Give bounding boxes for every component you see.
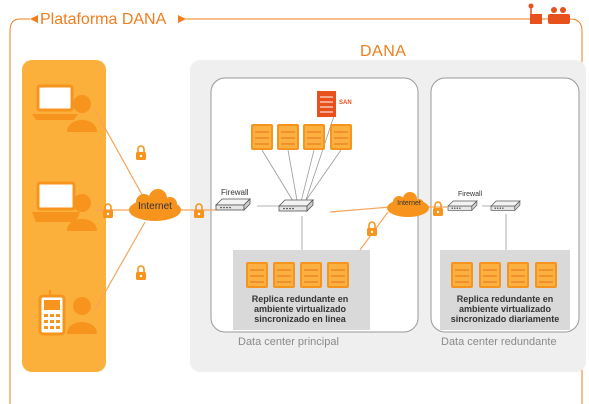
firewall-icon — [215, 198, 251, 211]
lock-icon — [135, 265, 147, 281]
internet-cloud-icon — [129, 189, 181, 221]
lock-icon — [135, 145, 147, 161]
server-icon — [478, 261, 502, 289]
internet-label: Internet — [138, 201, 172, 212]
arrow-right-icon — [30, 15, 38, 23]
server-icon — [534, 261, 558, 289]
platform-title: Plataforma DANA — [40, 11, 167, 28]
flag-icon — [528, 3, 542, 24]
replica-text-redundante: Replica redundante en ambiente virtualiz… — [450, 294, 560, 324]
connection-lines — [94, 109, 447, 311]
server-icon — [272, 261, 296, 289]
dana-label: DANA — [360, 43, 407, 60]
desktop-icon — [32, 181, 80, 222]
datacenter-redundante-label: Data center redundante — [441, 336, 557, 348]
internet-label-secondary: Internet — [397, 200, 421, 207]
firewall-label: Firewall — [221, 188, 249, 197]
group-icon — [548, 7, 570, 24]
firewall-icon — [447, 200, 478, 211]
mobile-phone-icon — [38, 290, 66, 336]
server-icon — [329, 123, 353, 151]
server-icon — [450, 261, 474, 289]
san-server-icon — [317, 91, 336, 117]
internal-links — [257, 115, 507, 250]
frame-line-top-right — [185, 18, 583, 404]
lock-icon — [102, 203, 114, 219]
firewall-label-redundante: Firewall — [458, 191, 483, 198]
switch-icon — [278, 199, 314, 212]
switch-icon — [490, 200, 521, 211]
frame-line-top-left — [9, 18, 30, 404]
server-icon — [506, 261, 530, 289]
server-icon — [326, 261, 350, 289]
replica-text-principal: Replica redundante en ambiente virtualiz… — [251, 294, 349, 324]
san-label: SAN — [339, 100, 352, 106]
server-icon — [299, 261, 323, 289]
server-icon — [276, 123, 300, 151]
datacenter-principal-label: Data center principal — [238, 336, 339, 348]
internet-cloud-icon — [387, 192, 429, 217]
arrow-left-icon — [178, 15, 186, 23]
server-icon — [302, 123, 326, 151]
laptop-icon — [32, 84, 78, 120]
server-icon — [245, 261, 269, 289]
server-icon — [250, 123, 274, 151]
